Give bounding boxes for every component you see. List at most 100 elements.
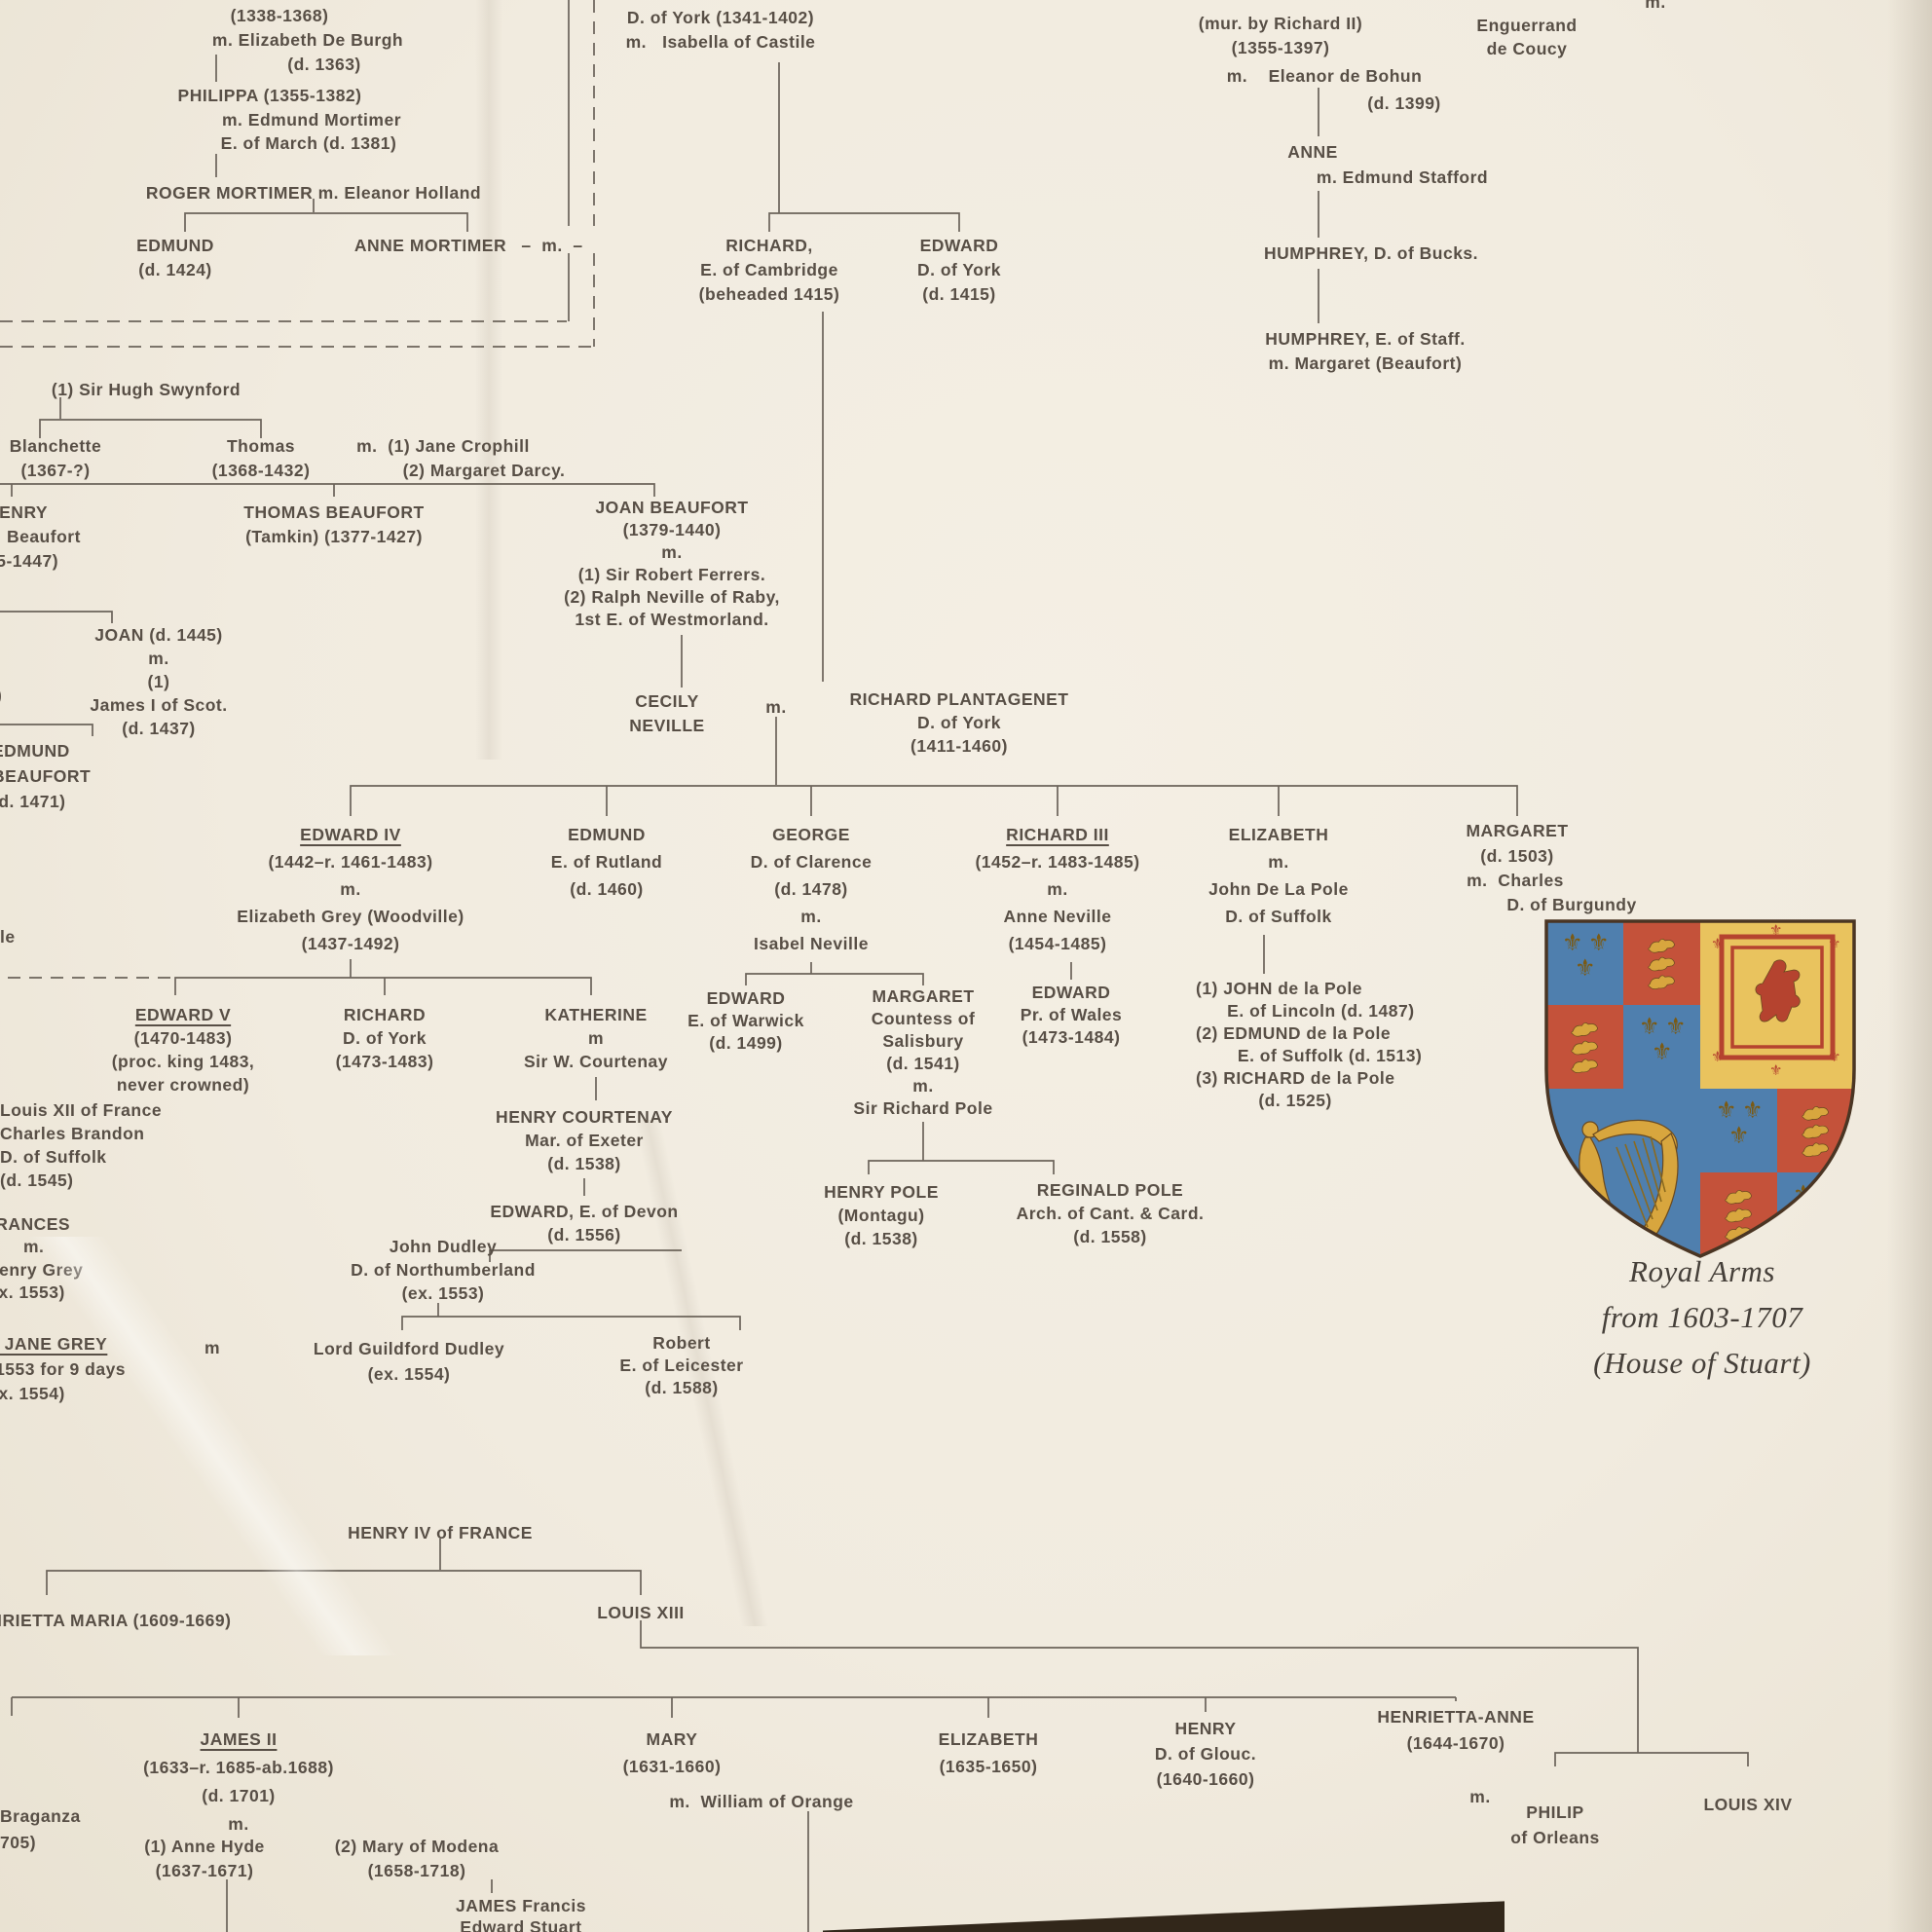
text-line: (1338-1368) [230, 6, 329, 25]
edward-iv: EDWARD IV(1442–r. 1461-1483)m.Elizabeth … [237, 821, 464, 957]
text-line: EDWARD, E. of Devon [490, 1202, 679, 1221]
text-line: RICHARD III [1006, 825, 1109, 844]
text-line: 705) [0, 1833, 37, 1852]
margaret-burgundy-m: m. Charles [1467, 869, 1564, 893]
text-line: Edward Stuart [460, 1917, 582, 1932]
text-line: ANNE MORTIMER [353, 236, 507, 255]
text-line: THOMAS BEAUFORT [243, 502, 425, 522]
thomas-swynford-m2: (2) Margaret Darcy. [403, 459, 566, 483]
text-line: m. Edmund Mortimer [221, 110, 402, 130]
caption-line-2: from 1603-1707 [1601, 1300, 1803, 1334]
text-line: JOAN BEAUFORT [595, 498, 749, 517]
text-line: (d. 1525) [1196, 1091, 1332, 1110]
text-line: MARY [646, 1729, 698, 1749]
text-line: Henry Grey [0, 1260, 84, 1280]
henry-pole: HENRY POLE(Montagu)(d. 1538) [824, 1180, 939, 1250]
text-line: EDWARD V [134, 1005, 232, 1024]
text-line: never crowned) [116, 1075, 250, 1095]
text-line: (1454-1485) [1008, 934, 1107, 953]
text-line: D. of Burgundy [1506, 895, 1637, 914]
text-line: Louis XII of France [0, 1100, 163, 1120]
text-line: D. of Suffolk [1225, 907, 1332, 926]
text-line: D. of York [916, 713, 1002, 732]
text-line: (1635-1650) [939, 1757, 1038, 1776]
henry-grey-ex: (ex. 1553) [0, 1281, 65, 1305]
text-line: Arch. of Cant. & Card. [1016, 1204, 1205, 1223]
guildford-dudley: Lord Guildford Dudley (ex. 1554) [314, 1336, 504, 1387]
roger-mortimer: ROGER MORTIMER m. Eleanor Holland [146, 181, 481, 205]
text-line: m. [1645, 0, 1666, 12]
text-line: (1355-1397) [1231, 38, 1330, 57]
elizabeth-1635: ELIZABETH(1635-1650) [939, 1726, 1039, 1780]
text-line: HENRY [0, 502, 49, 522]
mary-1631: MARY(1631-1660) [623, 1726, 722, 1780]
text-line: (Montagu) [837, 1206, 925, 1225]
text-line: ANNE [1287, 142, 1338, 162]
text-line: (ex. 1554) [367, 1364, 451, 1384]
text-line: m. [340, 879, 361, 899]
text-line: D. of Clarence [750, 852, 873, 872]
text-line: Salisbury [882, 1031, 964, 1051]
svg-text:⚜: ⚜ [1769, 1061, 1782, 1079]
text-line: m. William of Orange [669, 1792, 854, 1811]
text-line: (ex. 1553) [401, 1283, 485, 1303]
philippa: PHILIPPA (1355-1382) [178, 84, 362, 108]
text-line: PHILIPPA (1355-1382) [177, 86, 362, 105]
text-line: m. Edmund Stafford [1316, 167, 1489, 187]
text-line: (d. 1460) [570, 879, 644, 899]
text-line: m. Eleanor de Bohun [1226, 66, 1423, 86]
text-line: E. of March (d. 1381) [220, 133, 397, 153]
text-line: m. [1047, 879, 1068, 899]
henry-iv-of-france: HENRY IV of FRANCE [348, 1521, 533, 1545]
text-line: (1367-?) [20, 461, 91, 480]
louis-xiii: LOUIS XIII [597, 1601, 685, 1625]
text-line: E. of Lincoln (d. 1487) [1196, 1001, 1415, 1021]
text-line: KATHERINE [544, 1005, 648, 1024]
hugh-swynford: (1) Sir Hugh Swynford [52, 378, 241, 402]
text-line: James I of Scot. [90, 695, 228, 715]
text-line: (d. 1399) [1367, 93, 1441, 113]
anne-stafford-marriage: m. Edmund Stafford [1317, 166, 1488, 190]
text-line: m. [228, 1814, 249, 1834]
jane-grey: LADY JANE GREY [0, 1332, 107, 1356]
text-line: (d. 1545) [0, 1170, 74, 1190]
edmund-mortimer-d1424: EDMUND(d. 1424) [136, 234, 214, 282]
text-line: HUMPHREY, E. of Staff. [1265, 329, 1466, 349]
text-line: D. of Suffolk [0, 1147, 107, 1167]
text-line: E. of Suffolk (d. 1513) [1196, 1046, 1423, 1065]
text-line: (1640-1660) [1156, 1769, 1255, 1789]
text-line: Isabel Neville [754, 934, 869, 953]
connector-dashed [0, 0, 595, 979]
anne-richard-marriage: – m. – [521, 234, 582, 258]
text-line: HUMPHREY, D. of Bucks. [1263, 243, 1479, 263]
james-ii: JAMES II(1633–r. 1685-ab.1688)(d. 1701)m… [143, 1726, 334, 1839]
thomas-beaufort: THOMAS BEAUFORT (Tamkin) (1377-1427) [243, 501, 424, 549]
thomas-woodstock-notes: (mur. by Richard II)(1355-1397) [1199, 12, 1363, 60]
text-line: Lord Guildford Dudley [313, 1339, 505, 1358]
joan-d1445: JOAN (d. 1445)m.(1)James I of Scot.(d. 1… [90, 623, 227, 740]
henrietta-anne-m: m. [1469, 1785, 1490, 1809]
text-line: EDMUND [0, 741, 70, 761]
text-line: HENRY POLE [824, 1182, 939, 1202]
text-line: Enguerrand [1476, 16, 1578, 35]
text-line: (1) [147, 672, 170, 691]
text-line: HENRY IV of FRANCE [348, 1523, 533, 1542]
text-line: Sir Richard Pole [853, 1098, 993, 1118]
text-line: (Tamkin) (1377-1427) [245, 527, 423, 546]
text-line: LADY JANE GREY [4, 1334, 108, 1354]
text-line: (d. 1538) [547, 1154, 621, 1173]
lionel-dates: (1338-1368) [231, 4, 329, 28]
text-line: (beheaded 1415) [698, 284, 840, 304]
text-line: FRANCES [0, 1214, 71, 1234]
text-line: (2) Margaret Darcy. [402, 461, 566, 480]
text-line: (d. 1363) [287, 55, 361, 74]
text-line: m. Elizabeth De Burgh [211, 30, 404, 50]
text-line: Sir W. Courtenay [523, 1052, 669, 1071]
thomas-swynford-m1: m. (1) Jane Crophill [356, 434, 530, 459]
de-la-pole-list: (1) JOHN de la Pole E. of Lincoln (d. 14… [1196, 978, 1422, 1112]
text-line: (d. 1556) [547, 1225, 621, 1245]
